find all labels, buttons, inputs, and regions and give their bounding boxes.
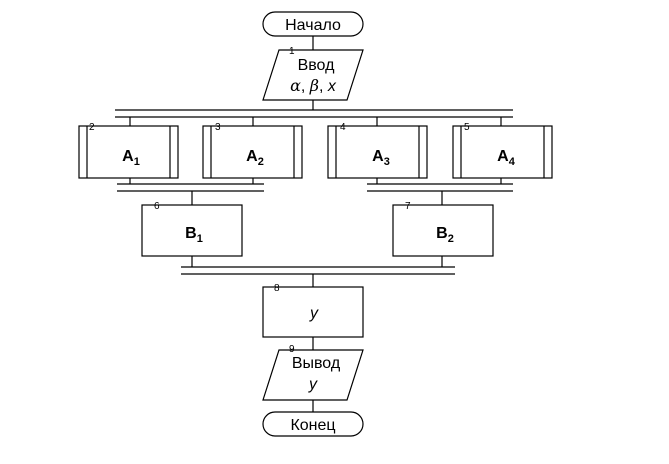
- b2-label: B2: [436, 225, 454, 245]
- process-a3: 4 A3: [327, 122, 428, 179]
- end-label: Конец: [290, 417, 335, 434]
- a3-label: A3: [372, 148, 390, 168]
- input-param-x: x: [327, 78, 337, 95]
- a1-label: A1: [122, 148, 140, 168]
- end-terminator: Конец: [262, 411, 364, 437]
- block-number-4: 4: [340, 122, 346, 133]
- block-number-5: 5: [464, 122, 470, 133]
- process-a4: 5 A4: [452, 122, 553, 179]
- process-y: 8 y: [262, 283, 364, 338]
- input-param-alpha: α: [290, 76, 301, 95]
- process-b2: 7 B2: [392, 201, 494, 257]
- block-number-3: 3: [215, 122, 221, 133]
- block-number-7: 7: [405, 201, 411, 212]
- output-title: Вывод: [292, 355, 341, 372]
- block-number-9: 9: [289, 344, 295, 355]
- b1-label: B1: [185, 225, 203, 245]
- process-b1: 6 B1: [141, 201, 243, 257]
- input-param-separator-1: ,: [301, 78, 310, 95]
- y-label: y: [309, 305, 319, 322]
- input-param-separator-2: ,: [319, 78, 328, 95]
- output-block: 9 Вывод y: [262, 344, 364, 401]
- a2-label: A2: [246, 148, 264, 168]
- start-terminator: Начало: [262, 11, 364, 37]
- connector-lines: [115, 36, 513, 412]
- process-a1: 2 A1: [78, 122, 179, 179]
- block-number-6: 6: [154, 201, 160, 212]
- input-block: 1 Ввод α, β, x: [262, 46, 364, 101]
- input-params: α, β, x: [290, 76, 337, 95]
- block-number-1: 1: [289, 46, 295, 57]
- start-label: Начало: [285, 17, 341, 34]
- input-param-beta: β: [309, 76, 319, 95]
- process-a2: 3 A2: [202, 122, 303, 179]
- output-value: y: [308, 376, 318, 393]
- input-title: Ввод: [298, 57, 336, 74]
- a4-label: A4: [497, 148, 516, 168]
- block-number-8: 8: [274, 283, 280, 294]
- block-number-2: 2: [89, 122, 95, 133]
